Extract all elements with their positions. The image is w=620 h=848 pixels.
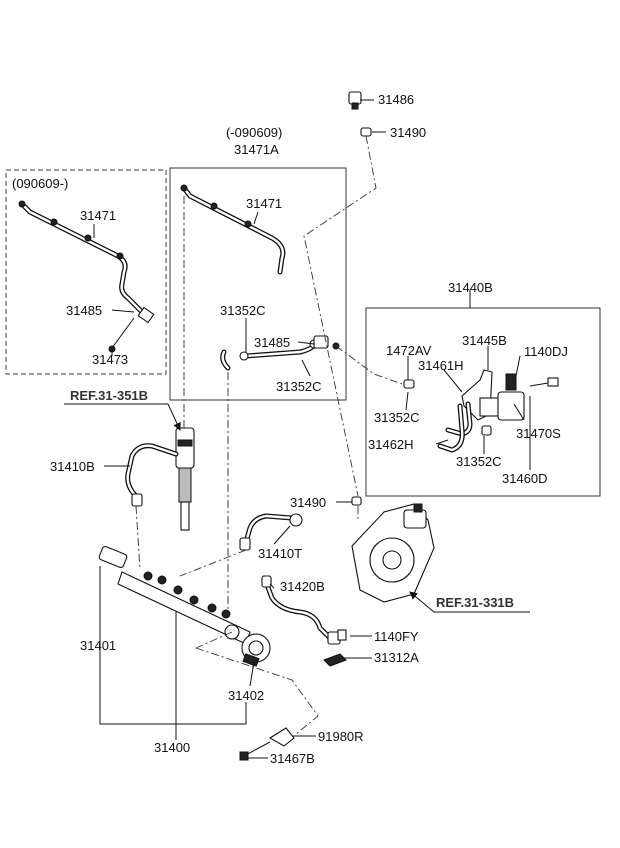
gasket-31490-top[interactable] xyxy=(360,127,372,137)
label-31312A: 31312A xyxy=(374,650,419,665)
plug-31486[interactable] xyxy=(348,91,362,110)
label-31473: 31473 xyxy=(92,352,128,367)
label-31485-left: 31485 xyxy=(66,303,102,318)
label-31471-center: 31471 xyxy=(246,196,282,211)
label-31420B: 31420B xyxy=(280,579,325,594)
pump-ref-leader xyxy=(409,591,530,613)
label-31352C-bracket-bottom: 31352C xyxy=(456,454,502,469)
leader-lines xyxy=(93,99,531,759)
label-31490-mid: 31490 xyxy=(290,495,326,510)
gasket-31490-mid[interactable] xyxy=(351,496,362,506)
injector-ref-leader xyxy=(64,403,181,431)
variant-old-label: (-090609) xyxy=(226,125,282,140)
label-1140FY: 1140FY xyxy=(374,629,419,644)
label-31402: 31402 xyxy=(228,688,264,703)
label-31462H: 31462H xyxy=(368,437,414,452)
bolt-31467B[interactable] xyxy=(239,741,271,761)
label-31440B: 31440B xyxy=(448,280,493,295)
label-31460D: 31460D xyxy=(502,471,548,486)
return-hose-assembly-old[interactable] xyxy=(180,184,286,275)
label-31410B: 31410B xyxy=(50,459,95,474)
clamp-31352C-bracket[interactable] xyxy=(481,425,492,436)
variant-new-label: (090609-) xyxy=(12,176,68,191)
common-rail-31400[interactable] xyxy=(98,545,251,645)
assembly-line-pipe-t xyxy=(179,549,247,577)
hose-31462H[interactable] xyxy=(437,403,465,453)
clip-1472AV[interactable] xyxy=(403,379,415,389)
injector[interactable] xyxy=(175,427,195,531)
label-31352C-center-top: 31352C xyxy=(220,303,266,318)
assembly-line-rail xyxy=(195,647,319,735)
label-31490-top: 31490 xyxy=(390,125,426,140)
bolt-1140FY[interactable] xyxy=(337,629,347,641)
bracket-91980R[interactable] xyxy=(268,727,295,747)
bracket-assembly-box xyxy=(365,307,601,497)
injector-ref-label[interactable]: REF.31-351B xyxy=(70,388,148,403)
solenoid-valve-31470S[interactable] xyxy=(497,373,525,421)
label-31485-center: 31485 xyxy=(254,335,290,350)
label-31486: 31486 xyxy=(378,92,414,107)
high-pressure-pipe-31420B[interactable] xyxy=(261,575,341,645)
label-31410T: 31410T xyxy=(258,546,302,561)
label-31352C-center-bottom: 31352C xyxy=(276,379,322,394)
return-hose-assembly-new[interactable] xyxy=(18,200,155,324)
label-31400: 31400 xyxy=(154,740,190,755)
assembly-line-limiter xyxy=(195,631,233,649)
bracket-31312A[interactable] xyxy=(323,653,347,667)
pump-ref-label[interactable]: REF.31-331B xyxy=(436,595,514,610)
label-31470S: 31470S xyxy=(516,426,561,441)
label-31471-left: 31471 xyxy=(80,208,116,223)
return-hose-short[interactable] xyxy=(239,335,340,361)
label-31445B: 31445B xyxy=(462,333,507,348)
pressure-limiter-31402[interactable] xyxy=(241,633,271,667)
variant-new-box xyxy=(5,169,167,375)
label-31401: 31401 xyxy=(80,638,116,653)
label-91980R: 91980R xyxy=(318,729,364,744)
assembly-line-bracket xyxy=(335,345,403,385)
assembly-line-injector-pipe xyxy=(135,505,141,571)
high-pressure-pipe-31410T[interactable] xyxy=(239,513,303,551)
assembly-line-top xyxy=(303,135,377,497)
hose-fitting-left[interactable] xyxy=(220,349,231,371)
label-31471A: 31471A xyxy=(234,142,279,157)
label-31352C-bracket-top: 31352C xyxy=(374,410,420,425)
label-1140DJ: 1140DJ xyxy=(524,344,568,359)
label-1472AV: 1472AV xyxy=(386,343,432,358)
variant-old-box xyxy=(169,167,347,401)
label-31461H: 31461H xyxy=(418,358,464,373)
high-pressure-pump[interactable] xyxy=(351,503,435,603)
label-31467B: 31467B xyxy=(270,751,315,766)
bolt-1140DJ[interactable] xyxy=(529,377,559,387)
injection-pipe-31410B[interactable] xyxy=(125,443,179,507)
banjo-bolt-31473[interactable] xyxy=(108,317,135,353)
